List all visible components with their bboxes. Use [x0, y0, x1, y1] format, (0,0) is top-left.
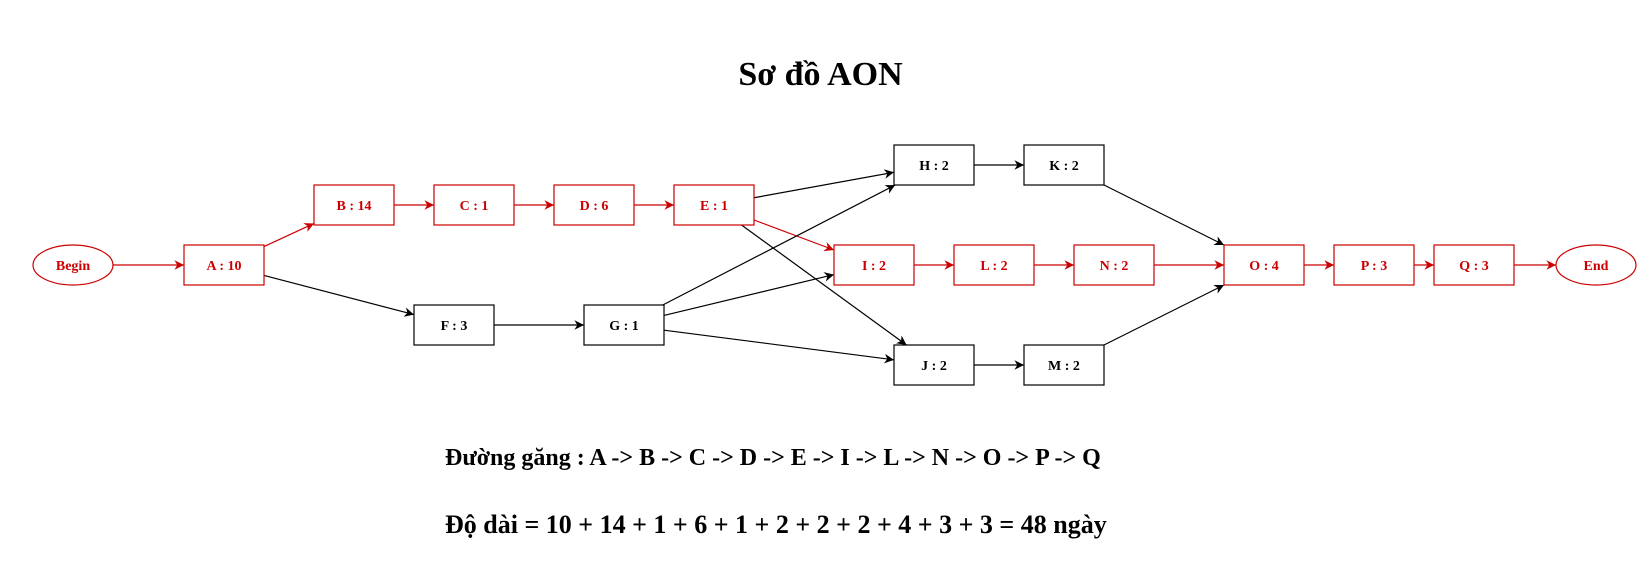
node-begin-label: Begin — [56, 259, 90, 274]
node-q: Q : 3 — [1433, 244, 1515, 286]
critical-path-text: Đường găng : A -> B -> C -> D -> E -> I … — [445, 445, 1101, 471]
diagram-title: Sơ đồ AON — [738, 56, 903, 93]
node-c-label: C : 1 — [460, 199, 489, 214]
node-k: K : 2 — [1023, 144, 1105, 186]
node-e: E : 1 — [673, 184, 755, 226]
node-o-box — [1223, 244, 1305, 286]
node-a-box — [183, 244, 265, 286]
node-d: D : 6 — [553, 184, 635, 226]
node-o: O : 4 — [1223, 244, 1305, 286]
edge-k-to-o — [1103, 184, 1225, 246]
node-m-box — [1023, 344, 1105, 386]
node-d-label: D : 6 — [580, 199, 609, 214]
node-d-box — [553, 184, 635, 226]
node-c-box — [433, 184, 515, 226]
node-h-label: H : 2 — [919, 159, 949, 174]
node-e-box — [673, 184, 755, 226]
nodes-layer: Begin A : 10 B : 14 C : 1 D : 6 E : 1 F : 3 G :… — [32, 144, 1637, 386]
node-f-box — [413, 304, 495, 346]
edge-a-to-b — [263, 222, 315, 248]
edge-g-to-i — [663, 272, 835, 316]
node-g: G : 1 — [583, 304, 665, 346]
node-j: J : 2 — [893, 344, 975, 386]
node-a: A : 10 — [183, 244, 265, 286]
node-p: P : 3 — [1333, 244, 1415, 286]
node-g-box — [583, 304, 665, 346]
node-i-label: I : 2 — [862, 259, 886, 274]
node-f: F : 3 — [413, 304, 495, 346]
edge-e-to-h — [753, 169, 895, 199]
node-m-label: M : 2 — [1048, 359, 1080, 374]
edge-a-to-f — [263, 274, 415, 317]
node-p-label: P : 3 — [1361, 259, 1387, 274]
node-l: L : 2 — [953, 244, 1035, 286]
node-begin: Begin — [32, 244, 114, 286]
edge-g-to-j — [663, 329, 895, 364]
node-n-label: N : 2 — [1100, 259, 1129, 274]
node-end: End — [1555, 244, 1637, 286]
node-begin-ellipse — [32, 244, 114, 286]
node-k-label: K : 2 — [1049, 159, 1079, 174]
node-end-ellipse — [1555, 244, 1637, 286]
edge-m-to-o — [1103, 284, 1225, 346]
node-c: C : 1 — [433, 184, 515, 226]
edge-g-to-h — [662, 184, 896, 306]
node-f-label: F : 3 — [441, 319, 468, 334]
edge-e-to-i — [753, 219, 835, 252]
node-k-box — [1023, 144, 1105, 186]
aon-diagram: Begin A : 10 B : 14 C : 1 D : 6 E : 1 F : 3 G :… — [32, 144, 1637, 386]
node-h: H : 2 — [893, 144, 975, 186]
node-q-box — [1433, 244, 1515, 286]
node-j-label: J : 2 — [921, 359, 947, 374]
node-m: M : 2 — [1023, 344, 1105, 386]
edge-e-to-j — [741, 224, 907, 346]
node-b: B : 14 — [313, 184, 395, 226]
node-a-label: A : 10 — [207, 259, 242, 274]
node-i-box — [833, 244, 915, 286]
node-o-label: O : 4 — [1249, 259, 1279, 274]
node-l-label: L : 2 — [980, 259, 1007, 274]
node-q-label: Q : 3 — [1459, 259, 1489, 274]
node-n: N : 2 — [1073, 244, 1155, 286]
node-h-box — [893, 144, 975, 186]
node-j-box — [893, 344, 975, 386]
node-b-label: B : 14 — [337, 199, 372, 214]
node-g-label: G : 1 — [609, 319, 639, 334]
node-b-box — [313, 184, 395, 226]
duration-text: Độ dài = 10 + 14 + 1 + 6 + 1 + 2 + 2 + 2… — [445, 510, 1107, 539]
node-n-box — [1073, 244, 1155, 286]
node-l-box — [953, 244, 1035, 286]
edges-layer — [113, 160, 1556, 370]
node-e-label: E : 1 — [700, 199, 728, 214]
node-i: I : 2 — [833, 244, 915, 286]
node-p-box — [1333, 244, 1415, 286]
node-end-label: End — [1584, 259, 1609, 274]
